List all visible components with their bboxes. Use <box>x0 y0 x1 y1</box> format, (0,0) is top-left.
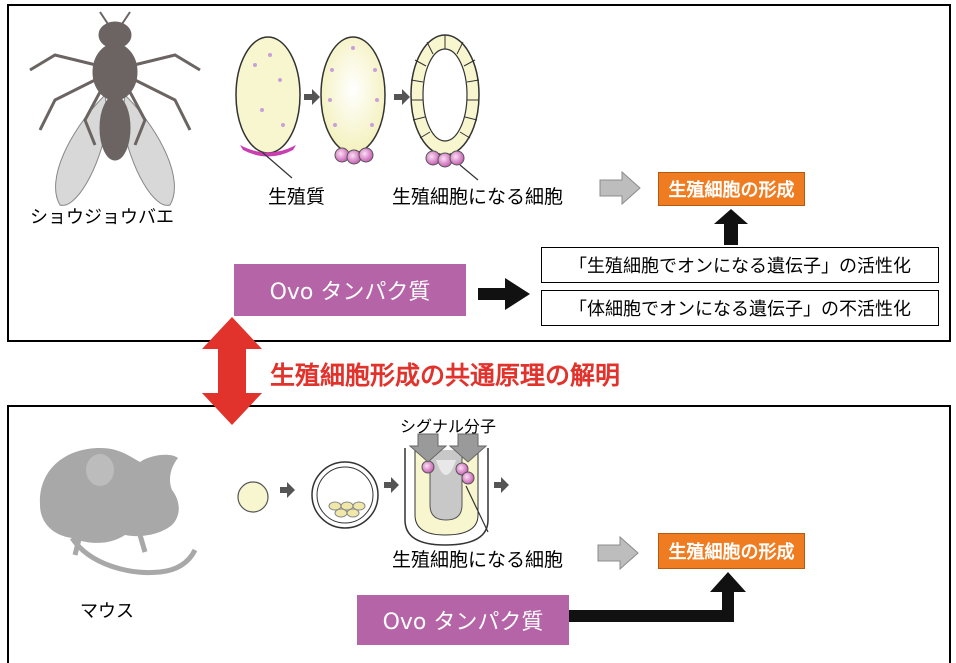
leader-germ-plasm <box>261 151 293 179</box>
signal-molecule-label: シグナル分子 <box>400 417 497 436</box>
stage-arrow-2 <box>394 89 410 105</box>
germ-cells-label-mouse: 生殖細胞になる細胞 <box>392 549 564 571</box>
fly-embryo-stage-3 <box>410 34 480 168</box>
signal-arrow-right <box>448 433 488 463</box>
fly-label: ショウジョウバエ <box>30 207 174 228</box>
gene-activation-box: 「生殖細胞でオンになる遺伝子」の活性化 <box>541 247 939 283</box>
mouse-arrow-3 <box>494 477 509 493</box>
mouse-blastocyst <box>311 461 379 529</box>
mouse-icon <box>12 418 198 593</box>
mouse-egg <box>237 481 269 513</box>
fly-icon <box>29 11 201 206</box>
germ-cell-formation-box-bottom: 生殖細胞の形成 <box>658 533 805 569</box>
germ-plasm-label: 生殖質 <box>268 186 326 208</box>
signal-arrow-left <box>408 433 448 463</box>
common-principle-headline: 生殖細胞形成の共通原理の解明 <box>270 361 621 390</box>
stage-arrow-1 <box>304 89 320 105</box>
germ-cells-label-fly: 生殖細胞になる細胞 <box>392 186 564 208</box>
ovo-protein-box-bottom: Ovo タンパク質 <box>357 595 569 645</box>
fly-embryo-stage-1 <box>235 36 301 157</box>
ovo-protein-box-top: Ovo タンパク質 <box>234 264 466 316</box>
gene-inactivation-box: 「体細胞でオンになる遺伝子」の不活性化 <box>541 290 939 326</box>
mouse-label: マウス <box>80 601 134 622</box>
mouse-arrow-1 <box>280 482 295 498</box>
ovo-arrow-top <box>478 278 530 310</box>
ovo-elbow-arrow-bottom <box>568 572 746 622</box>
up-arrow-top <box>714 209 748 245</box>
germ-cell-formation-box-top: 生殖細胞の形成 <box>658 172 805 206</box>
leader-germ-cells-fly <box>459 164 479 181</box>
grey-arrow-top <box>599 170 641 206</box>
mouse-egg-cylinder <box>404 433 489 546</box>
grey-arrow-bottom <box>597 535 639 571</box>
mouse-arrow-2 <box>384 477 399 493</box>
red-double-arrow <box>202 317 262 425</box>
leader-germ-cells-mouse <box>465 485 489 533</box>
fly-embryo-stage-2 <box>320 36 386 165</box>
